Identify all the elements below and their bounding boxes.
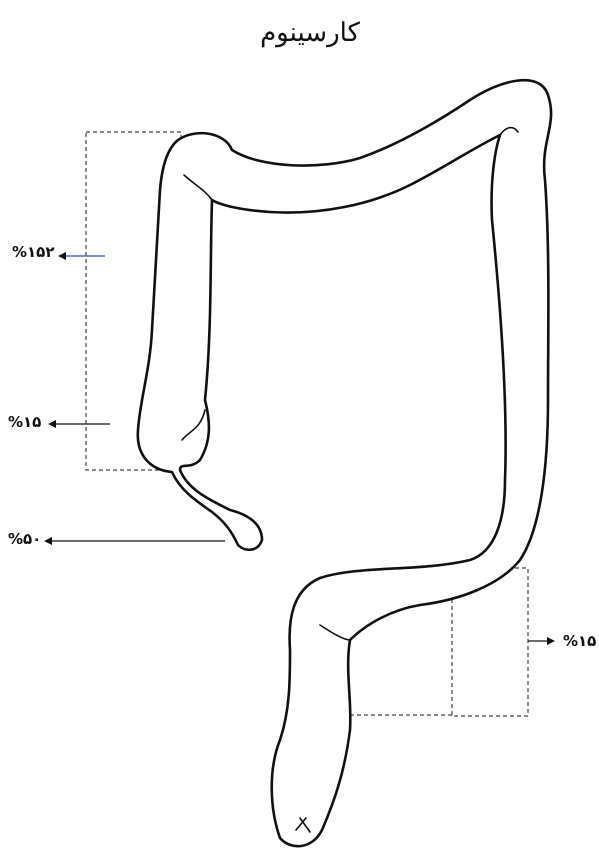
- label-mid-left-percent: %۱۵: [8, 413, 41, 431]
- label-top-left-percent: %۱۵۲: [12, 243, 55, 261]
- arrowhead-low-left: [44, 537, 52, 545]
- arrowhead-right: [547, 637, 555, 645]
- label-right-percent: %۱۵: [563, 632, 596, 650]
- arrowhead-top-left: [58, 252, 66, 260]
- label-low-left-percent: %۵۰: [8, 530, 41, 548]
- arrowhead-mid-left: [48, 420, 56, 428]
- colon-outline: [138, 80, 551, 846]
